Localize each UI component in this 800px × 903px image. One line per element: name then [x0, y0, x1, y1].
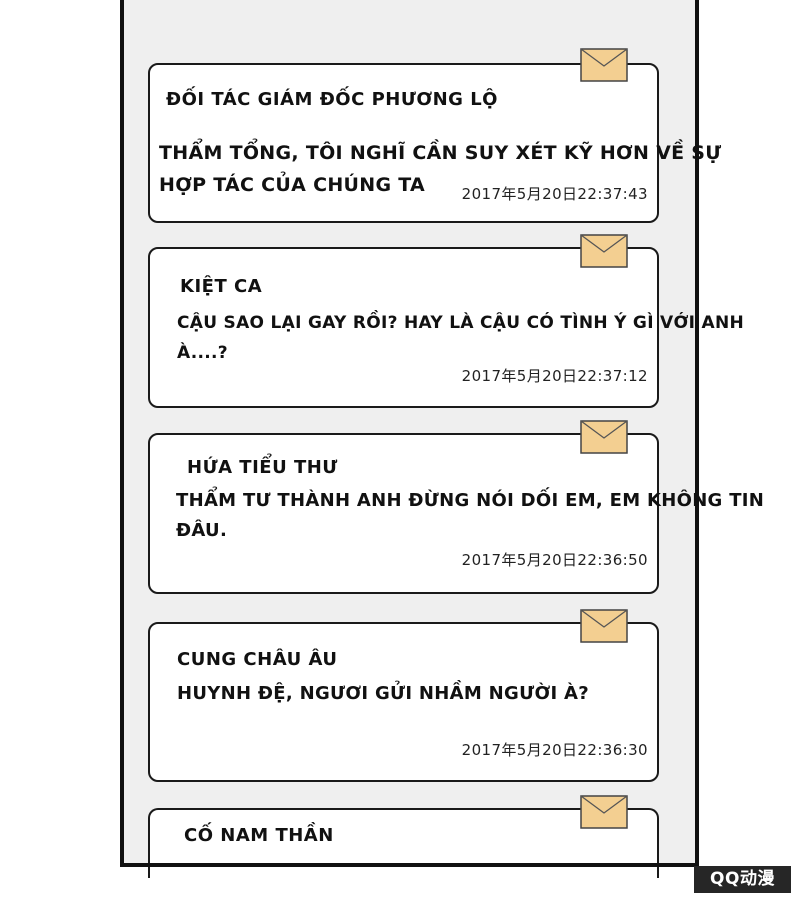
message-timestamp: 2017年5月20日22:37:43	[461, 185, 648, 203]
message-text-line: HUYNH ĐỆ, NGƯƠI GỬI NHẦM NGƯỜI À?	[177, 683, 590, 704]
message-timestamp: 2017年5月20日22:37:12	[461, 367, 648, 385]
message-sender: ĐỐI TÁC GIÁM ĐỐC PHƯƠNG LỘ	[166, 89, 498, 110]
message-text-line: À....?	[177, 343, 228, 363]
message-card[interactable]: HỨA TIỂU THƯ THẨM TƯ THÀNH ANH ĐỪNG NÓI …	[148, 433, 764, 594]
message-text-line: ĐÂU.	[176, 520, 228, 541]
message-card[interactable]: KIỆT CA CẬU SAO LẠI GAY RỒI? HAY LÀ CẬU …	[148, 247, 744, 408]
message-text-line: HỢP TÁC CỦA CHÚNG TA	[159, 174, 426, 196]
message-sender: KIỆT CA	[180, 276, 263, 297]
envelope-icon	[580, 234, 628, 268]
envelope-icon	[580, 48, 628, 82]
phone-bottom-edge	[120, 863, 699, 867]
watermark-logo: QQ动漫	[694, 866, 791, 893]
message-text-line: THẨM TƯ THÀNH ANH ĐỪNG NÓI DỐI EM, EM KH…	[176, 490, 765, 511]
message-sender: HỨA TIỂU THƯ	[187, 457, 338, 478]
message-timestamp: 2017年5月20日22:36:30	[461, 741, 648, 759]
message-card[interactable]: CUNG CHÂU ÂU HUYNH ĐỆ, NGƯƠI GỬI NHẦM NG…	[148, 622, 659, 782]
message-timestamp: 2017年5月20日22:36:50	[461, 551, 648, 569]
envelope-icon	[580, 420, 628, 454]
envelope-icon	[580, 795, 628, 829]
message-text-line: CẬU SAO LẠI GAY RỒI? HAY LÀ CẬU CÓ TÌNH …	[177, 313, 744, 333]
message-card[interactable]: ĐỐI TÁC GIÁM ĐỐC PHƯƠNG LỘ THẨM TỔNG, TÔ…	[148, 63, 721, 223]
envelope-icon	[580, 609, 628, 643]
message-sender: CỐ NAM THẦN	[184, 825, 334, 846]
message-sender: CUNG CHÂU ÂU	[177, 649, 338, 670]
message-text-line: THẨM TỔNG, TÔI NGHĨ CẦN SUY XÉT KỸ HƠN V…	[159, 142, 722, 164]
